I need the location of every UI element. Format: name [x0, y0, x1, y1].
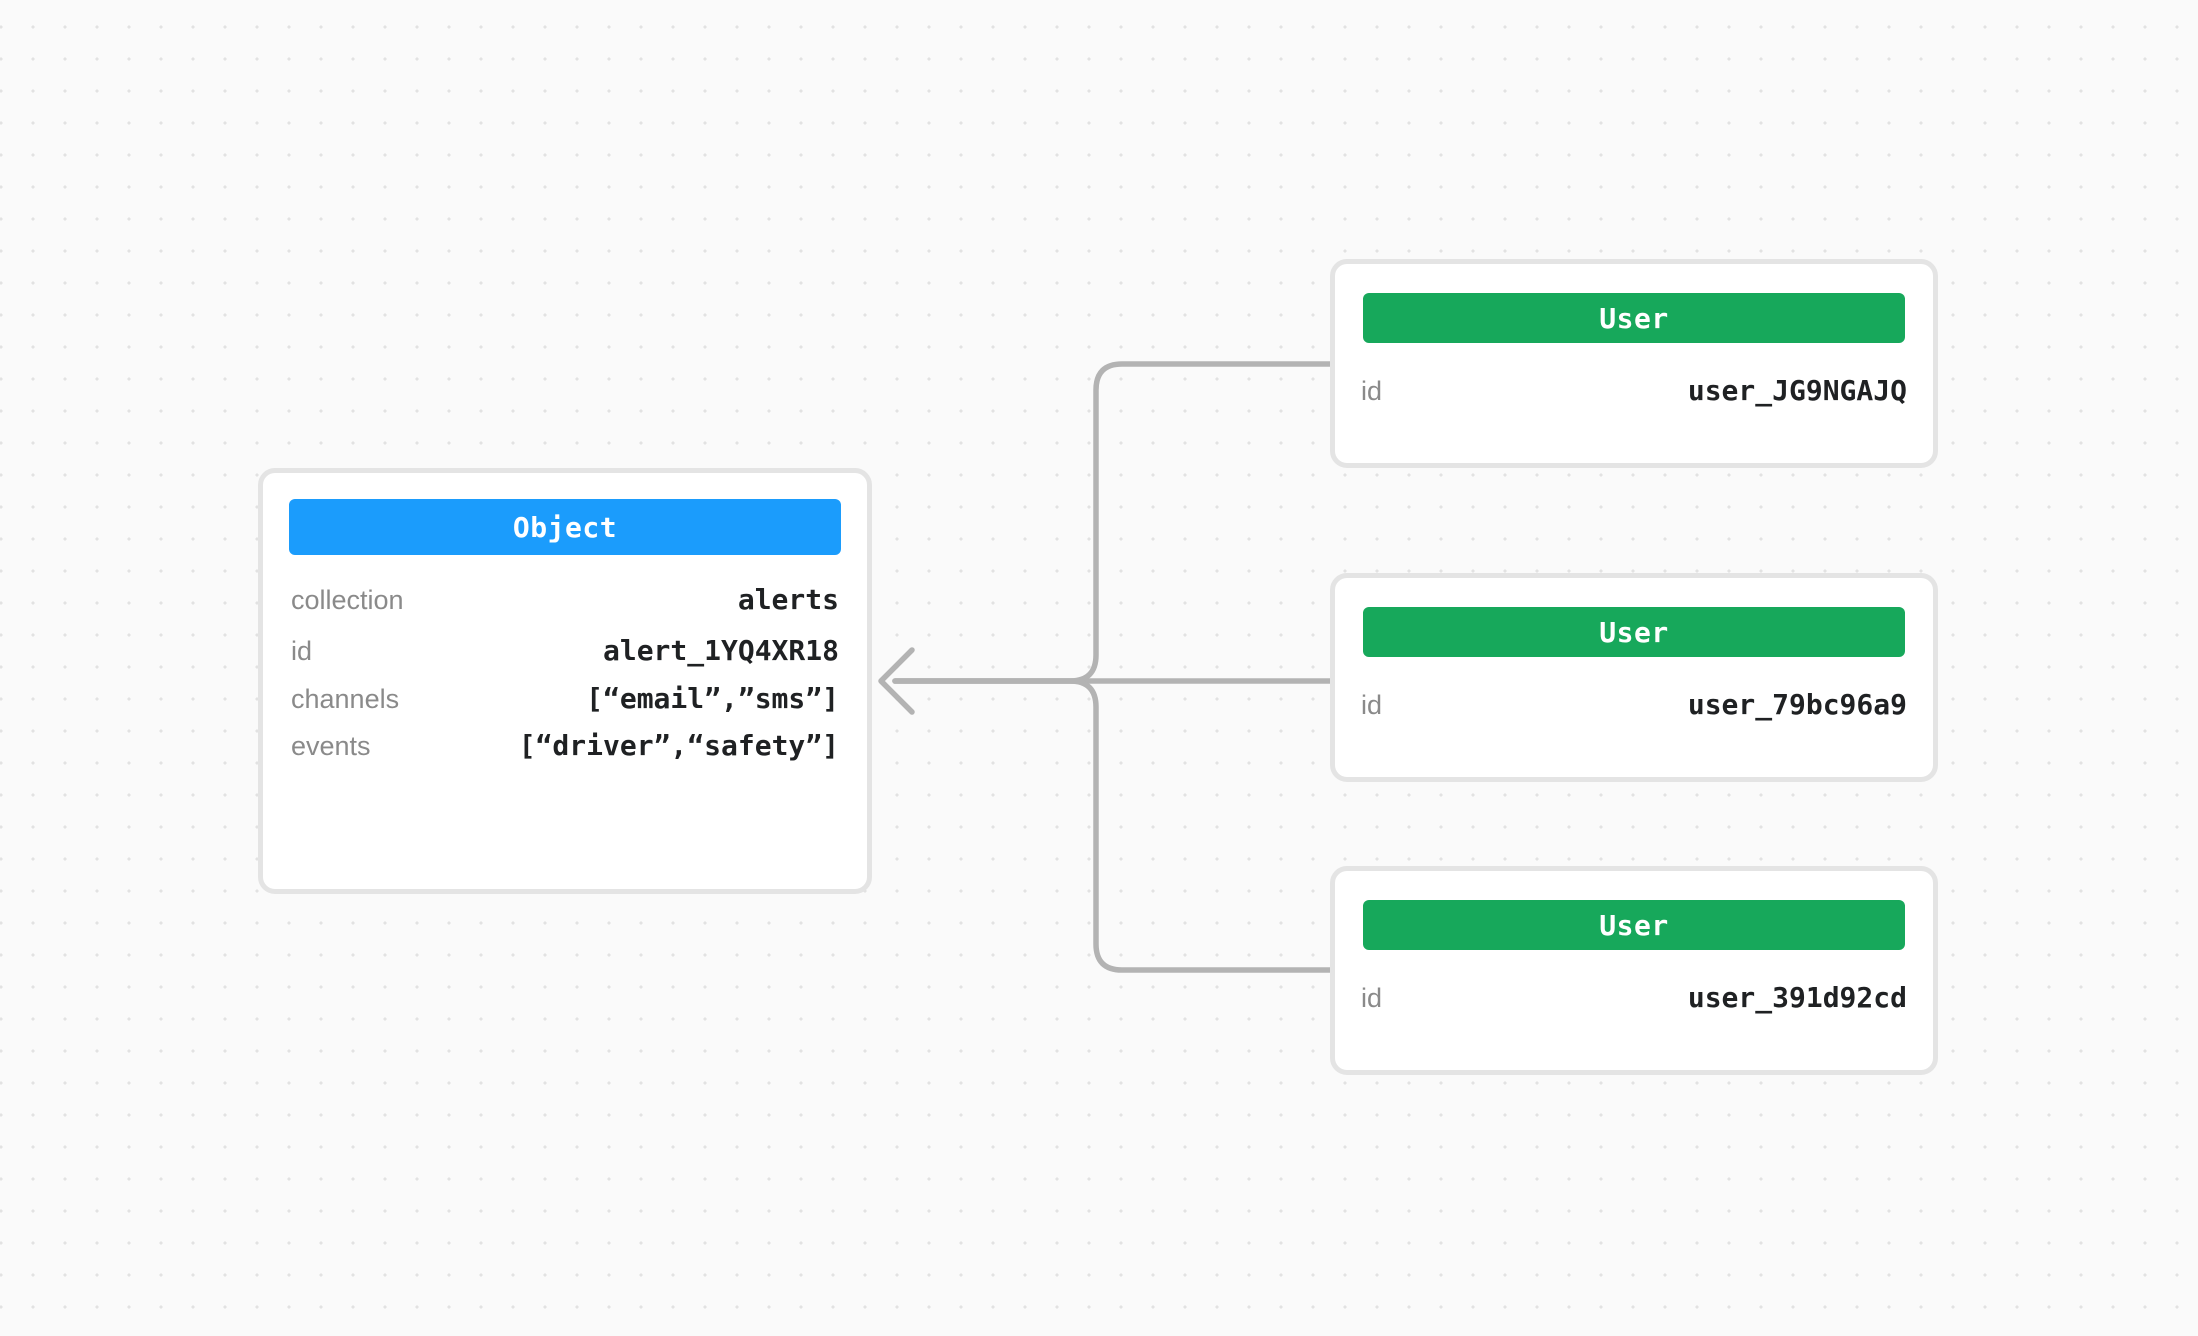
field-value: user_JG9NGAJQ	[1687, 374, 1907, 407]
field-value: alert_1YQ4XR18	[602, 634, 839, 668]
field-value: user_391d92cd	[1687, 981, 1907, 1014]
node-user-header: User	[1363, 900, 1905, 950]
field-key: id	[1361, 376, 1383, 406]
field-key: collection	[291, 585, 404, 615]
node-user-fields: id user_79bc96a9	[1335, 657, 1933, 721]
node-user[interactable]: User id user_79bc96a9	[1330, 573, 1938, 782]
field-key: channels	[291, 683, 400, 714]
field-row-id: id alert_1YQ4XR18	[291, 634, 839, 668]
field-row-id: id user_79bc96a9	[1361, 688, 1907, 721]
node-object-fields: collection alerts id alert_1YQ4XR18 chan…	[263, 555, 867, 761]
field-value: user_79bc96a9	[1687, 688, 1907, 721]
field-key: id	[291, 636, 313, 667]
node-object-header: Object	[289, 499, 841, 555]
node-user-header: User	[1363, 607, 1905, 657]
field-key: id	[1361, 983, 1383, 1013]
node-object[interactable]: Object collection alerts id alert_1YQ4XR…	[258, 468, 872, 894]
field-group: id alert_1YQ4XR18 channels [“email”,”sms…	[291, 634, 839, 763]
node-user[interactable]: User id user_JG9NGAJQ	[1330, 259, 1938, 468]
node-user-fields: id user_JG9NGAJQ	[1335, 343, 1933, 407]
field-key: events	[291, 731, 371, 762]
field-row-id: id user_391d92cd	[1361, 981, 1907, 1014]
node-user[interactable]: User id user_391d92cd	[1330, 866, 1938, 1075]
field-row-collection: collection alerts	[291, 583, 839, 616]
edge-user-0	[892, 361, 1333, 684]
node-user-fields: id user_391d92cd	[1335, 950, 1933, 1014]
node-user-header: User	[1363, 293, 1905, 343]
edge-user-2	[892, 678, 1333, 973]
field-row-events: events [“driver”,“safety”]	[291, 729, 839, 763]
edge-arrowhead-icon	[878, 647, 915, 715]
field-value: alerts	[737, 583, 839, 616]
field-group: collection alerts	[291, 583, 839, 616]
field-key: id	[1361, 690, 1383, 720]
field-value: [“driver”,“safety”]	[518, 729, 839, 763]
field-value: [“email”,”sms”]	[586, 681, 839, 715]
field-row-channels: channels [“email”,”sms”]	[291, 681, 839, 715]
field-row-id: id user_JG9NGAJQ	[1361, 374, 1907, 407]
